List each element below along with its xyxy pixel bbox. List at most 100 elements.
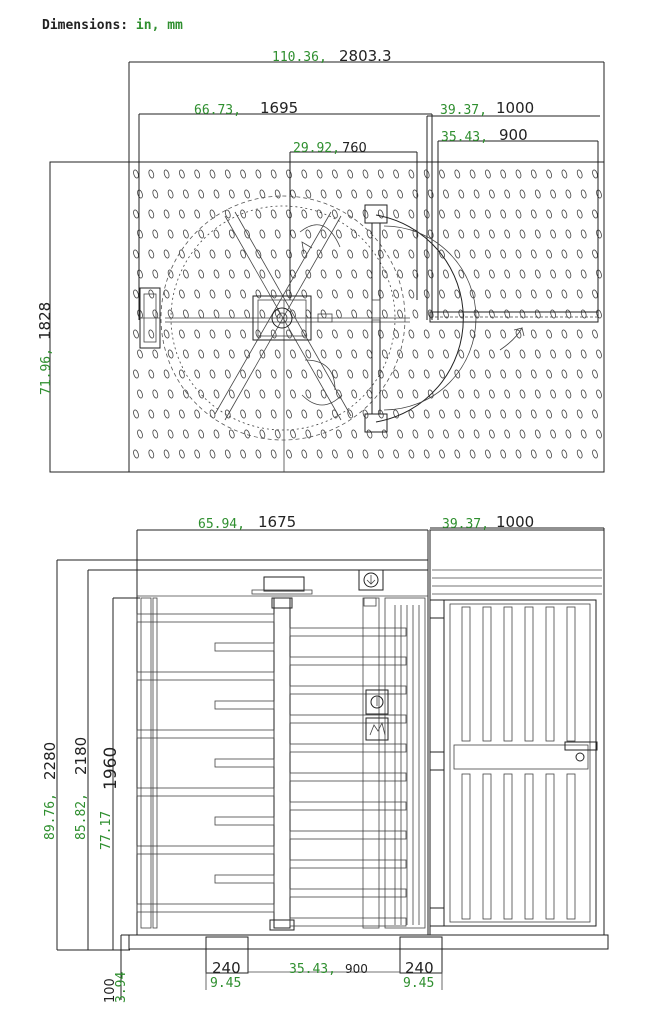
dim-overall-height-in: 89.76,: [43, 793, 58, 840]
perforation: [458, 229, 465, 239]
gate-bar-lower: [545, 773, 555, 920]
perforation: [469, 369, 476, 379]
perforation: [255, 449, 262, 459]
perforation: [534, 189, 541, 199]
floor-perforations: [133, 169, 602, 459]
arm-right: [289, 656, 407, 666]
perforation: [412, 429, 419, 439]
perforation: [198, 189, 205, 199]
perforation: [393, 209, 399, 219]
perforation: [489, 309, 495, 319]
perforation: [500, 329, 507, 339]
perforation: [347, 249, 354, 259]
perforation: [336, 389, 342, 399]
perforation: [274, 189, 281, 199]
perforation: [576, 449, 583, 459]
perforation: [377, 329, 384, 339]
perforation: [163, 289, 170, 299]
perforation: [255, 409, 262, 419]
perforation: [500, 169, 507, 179]
perforation: [137, 229, 143, 239]
perforation: [305, 429, 312, 439]
perforation: [137, 189, 143, 199]
perforation: [565, 389, 572, 399]
perforation: [473, 349, 480, 359]
perforation: [592, 409, 598, 419]
perforation: [393, 169, 399, 179]
perforation: [530, 289, 537, 299]
perforation: [305, 389, 312, 399]
top-view: 110.36, 2803.3 66.73, 1695 39.37, 1000 3…: [36, 47, 605, 473]
perforation: [504, 429, 511, 439]
perforation: [305, 349, 312, 359]
perforation: [377, 449, 384, 459]
perforation: [167, 429, 174, 439]
perforation: [408, 289, 415, 299]
perforation: [209, 369, 216, 379]
perforation: [336, 229, 342, 239]
perforation: [485, 209, 491, 219]
perforation: [244, 389, 250, 399]
perforation: [148, 249, 155, 259]
perforation: [362, 369, 369, 379]
perforation: [469, 409, 476, 419]
perforation: [255, 369, 262, 379]
perforation: [500, 369, 507, 379]
perforation: [183, 269, 189, 279]
perforation: [596, 349, 602, 359]
perforation: [381, 229, 388, 239]
arm-left: [136, 613, 275, 623]
central-shaft: [251, 576, 313, 931]
perforation: [163, 209, 170, 219]
perforation: [381, 269, 388, 279]
perforation: [408, 369, 415, 379]
arm-right: [289, 888, 407, 898]
perforation: [316, 409, 323, 419]
perforation: [133, 449, 139, 459]
dim-frame-height-mm: 2180: [72, 737, 90, 775]
perforation: [485, 169, 491, 179]
perforation: [530, 369, 537, 379]
arm-left: [136, 787, 275, 797]
perforation: [255, 169, 262, 179]
perforation: [290, 429, 296, 439]
perforation: [592, 449, 598, 459]
perforation: [519, 429, 526, 439]
perforation: [255, 329, 262, 339]
perforation: [519, 349, 526, 359]
perforation: [546, 449, 552, 459]
perforation: [458, 349, 465, 359]
perforation: [163, 329, 170, 339]
perforation: [244, 309, 250, 319]
perforation: [224, 369, 231, 379]
perforation: [546, 289, 552, 299]
perforation: [240, 329, 246, 339]
perforation: [213, 429, 220, 439]
perforation: [133, 329, 139, 339]
perforation: [194, 449, 201, 459]
perforation: [133, 409, 139, 419]
perforation: [209, 449, 216, 459]
perforation: [377, 369, 384, 379]
perforation: [194, 249, 201, 259]
perforation: [408, 249, 415, 259]
perforation: [561, 449, 568, 459]
perforation: [473, 189, 480, 199]
dim-turnstile-mm: 1695: [260, 99, 298, 117]
perforation: [366, 429, 373, 439]
perforation: [596, 229, 602, 239]
perforation: [270, 369, 277, 379]
perforation: [443, 349, 449, 359]
perforation: [423, 409, 430, 419]
perforation: [469, 209, 476, 219]
perforation: [240, 449, 246, 459]
perforation: [550, 349, 556, 359]
perforation: [198, 229, 205, 239]
perforation: [377, 169, 384, 179]
perforation: [381, 349, 388, 359]
perforation: [580, 229, 587, 239]
dim-gate-mm: 1000: [496, 99, 534, 117]
base: [128, 934, 609, 990]
perforation: [596, 269, 602, 279]
perforation: [290, 269, 296, 279]
